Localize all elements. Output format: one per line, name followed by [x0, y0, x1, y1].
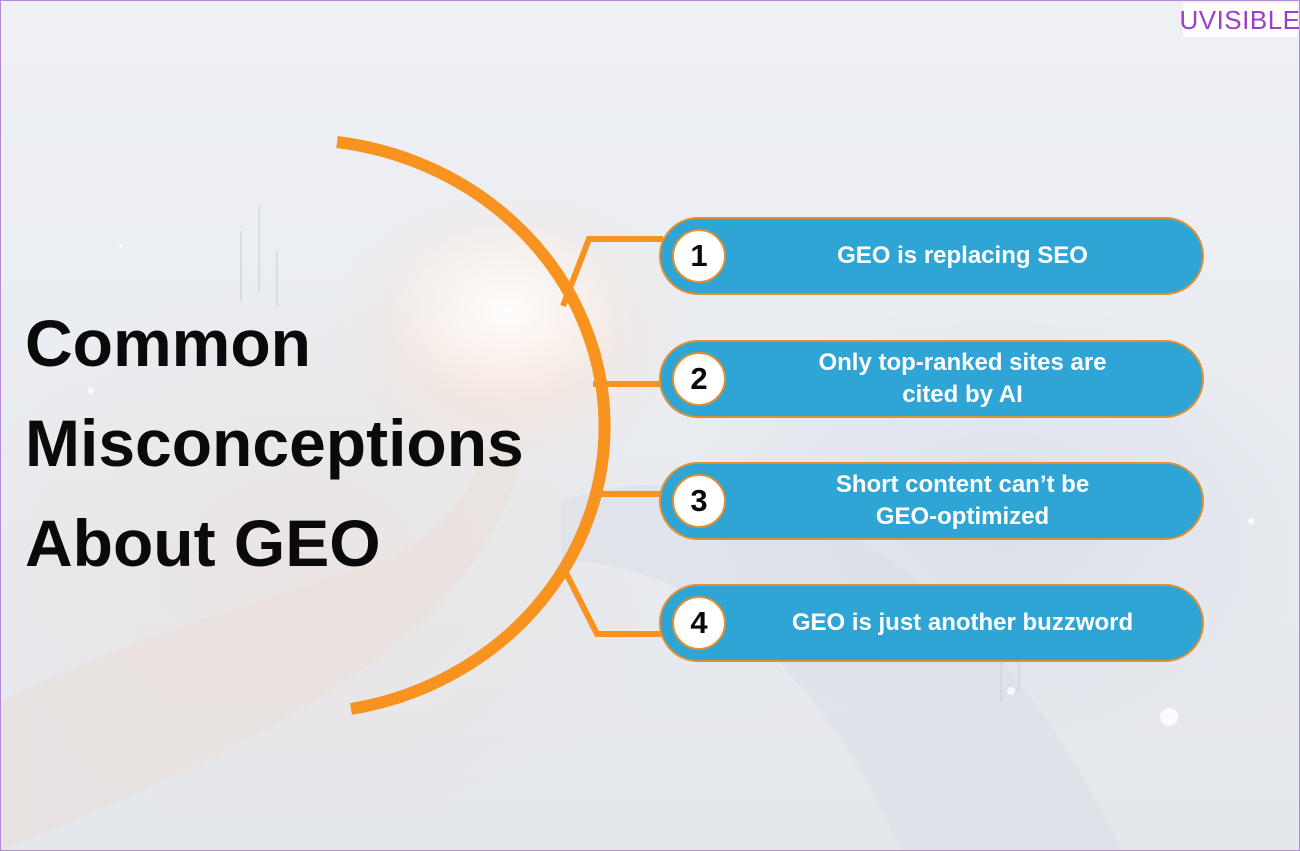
brand-logo: UVISIBLE [1179, 3, 1299, 37]
misconception-text: Only top-ranked sites are cited by AI [818, 349, 1107, 408]
misconception-item-4: 4 GEO is just another buzzword [659, 584, 1204, 662]
number-badge: 2 [672, 352, 726, 406]
misconception-item-1: 1 GEO is replacing SEO [659, 217, 1204, 295]
page-title: Common Misconceptions About GEO [25, 305, 524, 605]
connector-1 [560, 236, 663, 308]
title-line-3: About GEO [25, 506, 381, 580]
orange-arc [336, 136, 611, 715]
number-badge: 4 [672, 596, 726, 650]
title-line-2: Misconceptions [25, 406, 524, 480]
misconception-text: GEO is just another buzzword [791, 609, 1134, 636]
connector-4 [560, 565, 663, 637]
misconception-item-3: 3 Short content can’t be GEO-optimized [659, 462, 1204, 540]
logo-text: UVISIBLE [1179, 4, 1300, 35]
number-badge: 1 [672, 229, 726, 283]
misconception-text: GEO is replacing SEO [837, 242, 1088, 269]
title-line-1: Common [25, 306, 311, 380]
misconception-item-2: 2 Only top-ranked sites are cited by AI [659, 340, 1204, 418]
number-badge: 3 [672, 474, 726, 528]
misconception-text: Short content can’t be GEO-optimized [835, 471, 1090, 530]
